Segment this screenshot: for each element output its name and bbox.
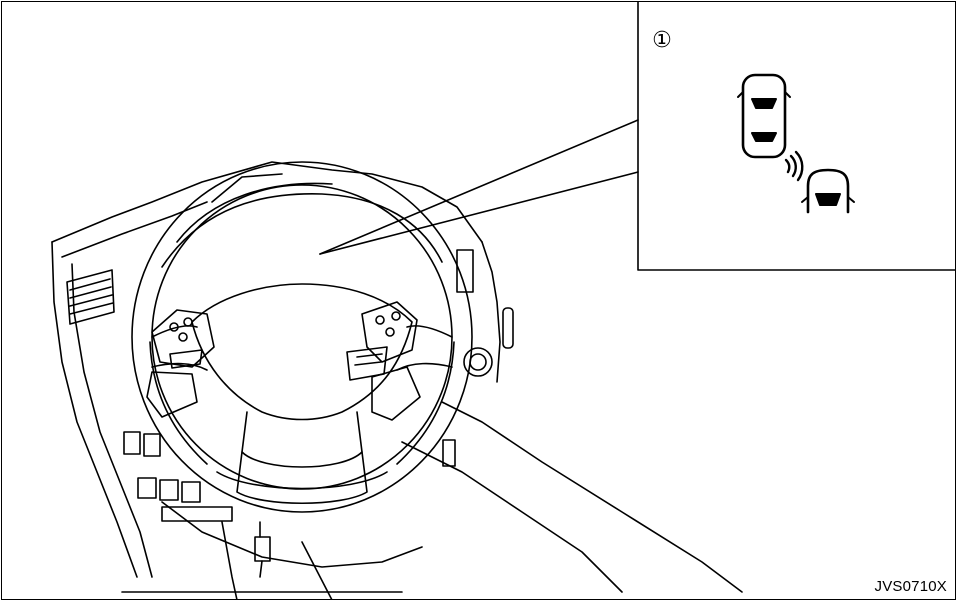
figure-code: JVS0710X: [874, 578, 947, 595]
callout-panel: [637, 2, 955, 271]
steering-wheel: [131, 161, 473, 578]
left-air-vent: [66, 269, 115, 325]
callout-pointer: [319, 119, 639, 255]
dashboard: [51, 161, 743, 599]
left-switch-panel: [123, 431, 233, 522]
blind-spot-warning-indicator-icon: [737, 73, 855, 214]
callout-number: ①: [652, 28, 672, 53]
